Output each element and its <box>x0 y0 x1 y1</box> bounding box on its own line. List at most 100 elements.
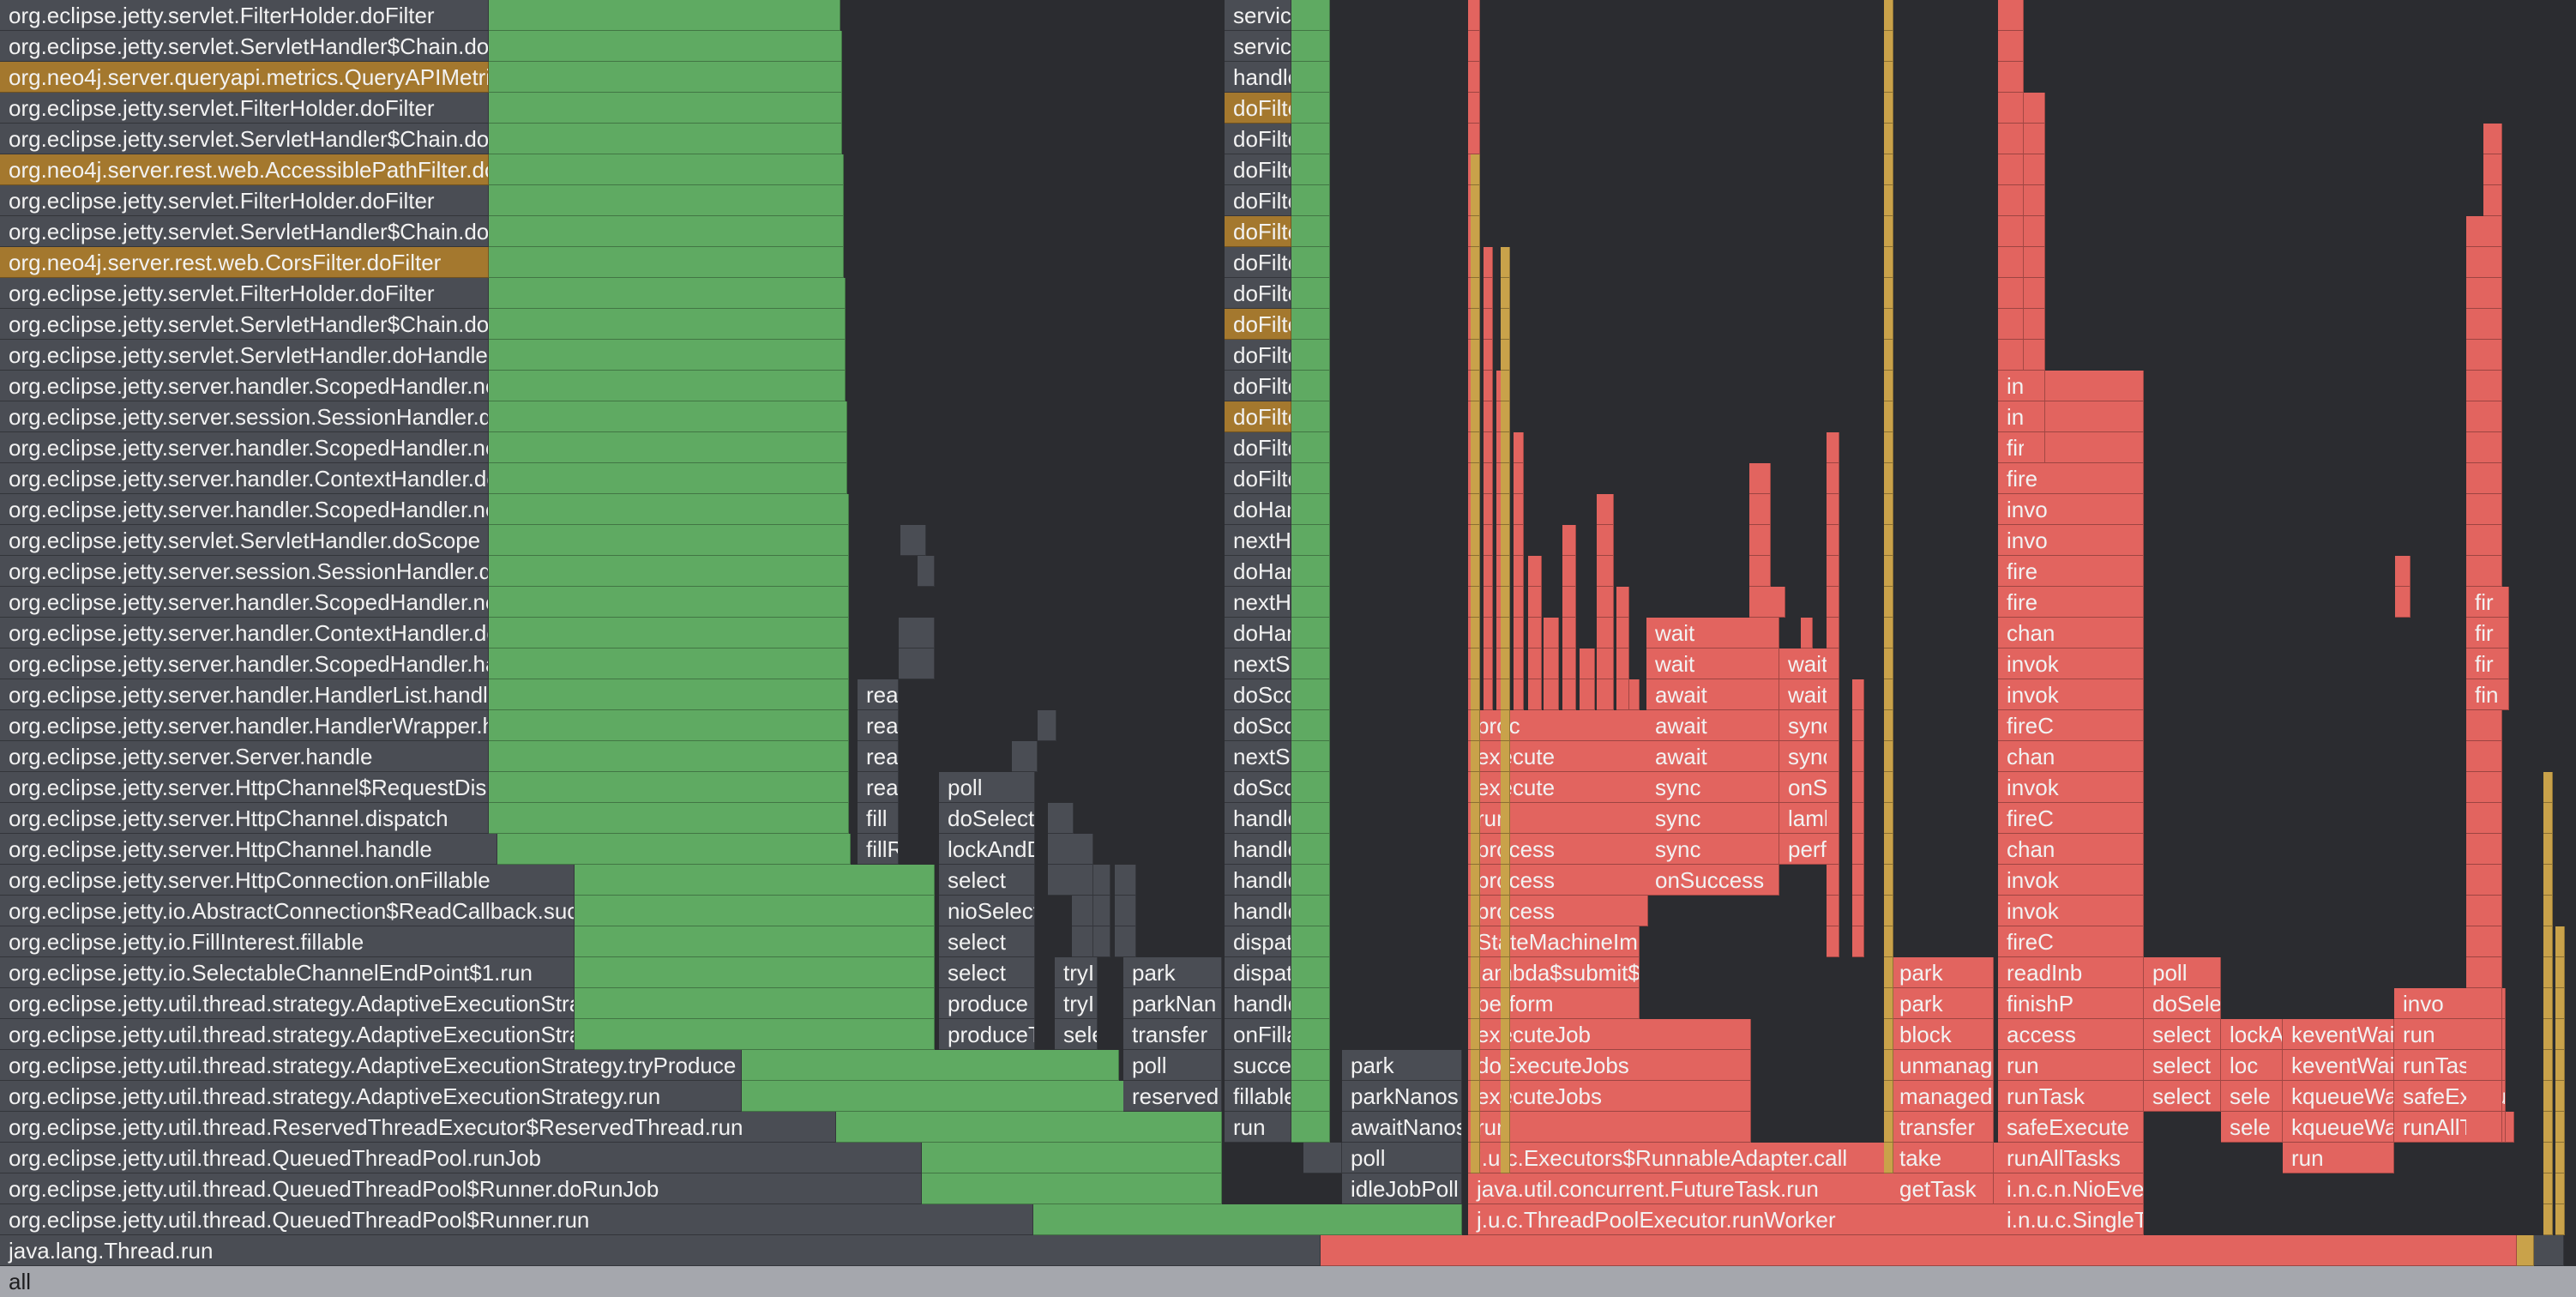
netty-frame[interactable]: invok <box>1998 865 2144 896</box>
mid-frame[interactable]: run <box>1225 1112 1291 1143</box>
spike-frame[interactable] <box>1852 772 1864 803</box>
stack-frame[interactable]: org.eclipse.jetty.server.handler.Handler… <box>0 679 489 710</box>
marker-frame[interactable] <box>1884 340 1893 371</box>
frame-park[interactable]: reserved <box>1123 1081 1222 1112</box>
flame-frame[interactable] <box>1115 896 1136 926</box>
flame-frame[interactable] <box>1048 865 1074 896</box>
stack-frame[interactable]: org.eclipse.jetty.server.HttpChannel.dis… <box>0 803 489 834</box>
stack-frame[interactable]: org.eclipse.jetty.io.AbstractConnection$… <box>0 896 575 926</box>
marker-frame[interactable] <box>1501 741 1510 772</box>
marker-frame[interactable] <box>1884 1050 1893 1081</box>
frame-park-red[interactable]: getTask <box>1891 1173 1994 1204</box>
stack-frame-tail[interactable] <box>575 957 935 988</box>
spike-frame[interactable] <box>2466 401 2485 432</box>
frame-park-red[interactable]: managed <box>1891 1081 1994 1112</box>
frame-await[interactable]: wait <box>1646 618 1779 648</box>
mid-frame-tail[interactable] <box>1291 525 1330 556</box>
flame-frame[interactable] <box>2024 124 2045 154</box>
spike-frame[interactable] <box>2466 247 2485 278</box>
mid-frame-tail[interactable] <box>1291 401 1330 432</box>
mid-frame[interactable]: doScope <box>1225 772 1291 803</box>
marker-frame[interactable] <box>2555 926 2565 957</box>
frame-park[interactable]: poll <box>1123 1050 1222 1081</box>
stack-frame[interactable]: java.lang.Thread.run <box>0 1235 1321 1266</box>
frame-kevent[interactable]: keventWai <box>2283 1050 2394 1081</box>
spike-frame[interactable] <box>1827 587 1839 618</box>
mid-frame[interactable]: doFilter <box>1225 185 1291 216</box>
spike-frame[interactable] <box>1827 710 1839 741</box>
netty-frame[interactable]: fireC <box>1998 803 2144 834</box>
spike-frame[interactable] <box>1597 556 1614 587</box>
spike-frame[interactable] <box>1468 124 1480 154</box>
flame-frame[interactable] <box>1048 834 1074 865</box>
frame-kevent[interactable]: kqueueWa <box>2283 1081 2394 1112</box>
spike-frame[interactable] <box>2466 865 2485 896</box>
stack-frame[interactable]: org.eclipse.jetty.server.handler.ScopedH… <box>0 494 489 525</box>
mid-frame-tail[interactable] <box>1291 1112 1330 1143</box>
frame-await[interactable]: wait <box>1646 648 1779 679</box>
marker-frame[interactable] <box>1501 371 1510 401</box>
spike-frame[interactable] <box>1852 679 1864 710</box>
netty-frame[interactable]: fireC <box>1998 710 2144 741</box>
spike-frame[interactable] <box>1484 371 1493 401</box>
mid-frame[interactable]: doFilter <box>1225 278 1291 309</box>
mid-frame-tail[interactable] <box>1291 309 1330 340</box>
frame-park-red[interactable]: transfer <box>1891 1112 1994 1143</box>
marker-frame[interactable] <box>1471 1081 1480 1112</box>
spike-frame[interactable] <box>1562 525 1576 556</box>
frame-read[interactable]: rea <box>858 679 899 710</box>
marker-frame[interactable] <box>1884 896 1893 926</box>
stack-frame[interactable]: org.eclipse.jetty.servlet.FilterHolder.d… <box>0 0 489 31</box>
spike-frame[interactable] <box>2466 216 2485 247</box>
frame-park-red[interactable]: unmanag <box>1891 1050 1994 1081</box>
mid-frame-tail[interactable] <box>1291 556 1330 587</box>
stack-frame-tail[interactable] <box>489 679 849 710</box>
mid-frame[interactable]: nextHand <box>1225 587 1291 618</box>
stack-frame-tail[interactable] <box>489 401 847 432</box>
netty-frame[interactable]: inv <box>1998 371 2144 401</box>
spike-frame[interactable] <box>1827 463 1839 494</box>
marker-frame[interactable] <box>2543 896 2553 926</box>
marker-frame[interactable] <box>1501 1112 1510 1143</box>
frame-park[interactable]: parkNan <box>1123 988 1222 1019</box>
mid-frame[interactable]: doHandle <box>1225 494 1291 525</box>
marker-frame[interactable] <box>1884 525 1893 556</box>
frame-read[interactable]: rea <box>858 772 899 803</box>
marker-frame[interactable] <box>1501 618 1510 648</box>
stack-frame-tail[interactable] <box>489 93 842 124</box>
spike-frame[interactable] <box>1597 618 1614 648</box>
mid-frame-tail[interactable] <box>1291 865 1330 896</box>
spike-frame[interactable] <box>2466 988 2485 1019</box>
mid-frame[interactable]: doFilter <box>1225 371 1291 401</box>
marker-frame[interactable] <box>2555 988 2565 1019</box>
spike-frame[interactable] <box>2466 1050 2485 1081</box>
spike-frame[interactable] <box>1544 618 1559 648</box>
stack-frame[interactable]: org.eclipse.jetty.util.thread.QueuedThre… <box>0 1173 922 1204</box>
flame-frame[interactable] <box>1115 926 1136 957</box>
frame-poll-red[interactable]: poll <box>2144 957 2221 988</box>
flame-frame[interactable] <box>2024 216 2045 247</box>
mid-frame-tail[interactable] <box>1291 278 1330 309</box>
marker-frame[interactable] <box>1471 1143 1480 1173</box>
marker-frame[interactable] <box>2543 926 2553 957</box>
frame-read[interactable]: fill <box>858 803 899 834</box>
netty-frame[interactable]: invok <box>1998 648 2144 679</box>
frame-awaitNanos[interactable]: poll <box>1342 1143 1462 1173</box>
flame-frame[interactable] <box>1998 185 2024 216</box>
marker-frame[interactable] <box>2543 988 2553 1019</box>
flame-frame[interactable] <box>1998 0 2024 31</box>
marker-frame[interactable] <box>1884 679 1893 710</box>
spike-frame[interactable] <box>1827 525 1839 556</box>
netty-frame[interactable]: chan <box>1998 618 2144 648</box>
frame-read[interactable]: rea <box>858 741 899 772</box>
frame-await[interactable]: await <box>1646 741 1779 772</box>
netty-frame[interactable]: i.n.c.n.NioEventLoop.run <box>1998 1173 2144 1204</box>
spike-frame[interactable] <box>1827 865 1839 896</box>
marker-frame[interactable] <box>1471 463 1480 494</box>
mid-frame-tail[interactable] <box>1291 834 1330 865</box>
frame-lock[interactable]: lockAn <box>2221 1019 2283 1050</box>
marker-frame[interactable] <box>1501 525 1510 556</box>
mid-frame-tail[interactable] <box>1291 0 1330 31</box>
marker-frame[interactable] <box>1471 741 1480 772</box>
spike-frame[interactable] <box>2483 278 2502 309</box>
